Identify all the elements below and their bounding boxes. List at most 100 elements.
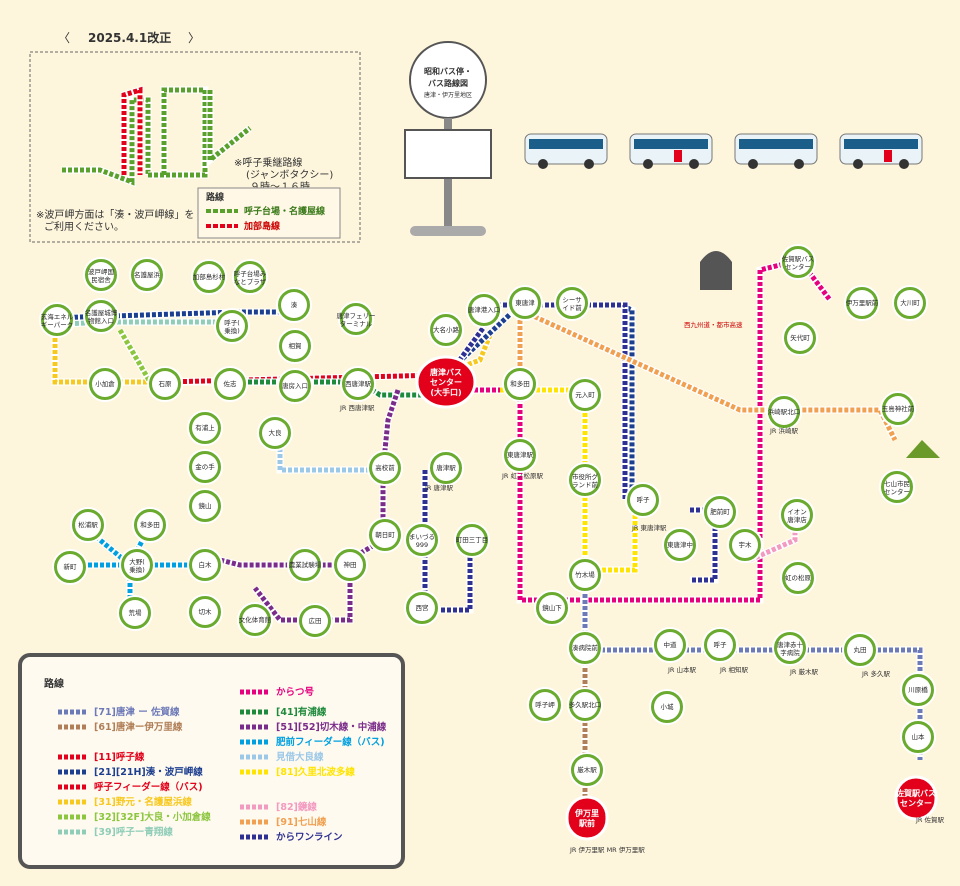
station[interactable]: 白木 <box>187 547 223 583</box>
station-label: 有浦上 <box>195 423 215 432</box>
next-arrow[interactable]: 〉 <box>188 31 200 45</box>
station-label: 東唐津中 <box>667 540 693 549</box>
station-label: 大名小路 <box>433 325 460 334</box>
station-inner <box>657 632 683 658</box>
station[interactable]: 宇木 <box>727 527 763 563</box>
station[interactable]: 町田三丁目 <box>454 522 490 558</box>
station[interactable]: 中道 <box>652 627 688 663</box>
station-label: 厳木駅 <box>577 765 597 774</box>
station[interactable]: 西宮 <box>404 590 440 626</box>
station-label: センター <box>785 262 811 271</box>
station-inner <box>372 455 398 481</box>
station[interactable]: 大川町 <box>892 285 928 321</box>
hub-imari-station[interactable]: 伊万里駅前 <box>565 795 609 841</box>
station[interactable]: 名護屋浜 <box>129 257 165 293</box>
svg-text:唐津・伊万里地区: 唐津・伊万里地区 <box>424 91 472 99</box>
station[interactable]: 文化体育館 <box>237 602 273 638</box>
station-label: 物館入口 <box>88 316 114 325</box>
station[interactable]: 湊病院前 <box>567 630 603 666</box>
station[interactable]: 唐房入口 <box>277 368 313 404</box>
station[interactable]: 伊万里駅前 <box>844 285 880 321</box>
station[interactable]: 呼子岬 <box>527 687 563 723</box>
station[interactable]: 東唐津駅 <box>502 437 538 473</box>
station[interactable]: 有浦上 <box>187 410 223 446</box>
station[interactable]: 金の手 <box>187 449 223 485</box>
legend-label: [82]鏡線 <box>276 801 317 813</box>
station[interactable]: 厳木駅 <box>569 752 605 788</box>
station[interactable]: 玉島神社前 <box>880 391 916 427</box>
station[interactable]: 大良 <box>257 415 293 451</box>
station-label: 唐津フェリー <box>337 311 376 320</box>
station[interactable]: 浜崎駅北口 <box>766 394 802 430</box>
station[interactable]: 唐津港入口 <box>466 292 502 328</box>
station[interactable]: 矢代町 <box>782 320 818 356</box>
station[interactable]: 神田 <box>332 547 368 583</box>
station[interactable]: 元入町 <box>567 377 603 413</box>
station[interactable]: 唐津駅 <box>428 450 464 486</box>
station-label: ギーパーク <box>41 321 73 329</box>
station[interactable]: 湊 <box>276 287 312 323</box>
station[interactable]: 和多田 <box>132 507 168 543</box>
station-label: 宇木 <box>739 540 753 549</box>
station[interactable]: 鏡山 <box>187 488 223 524</box>
station[interactable]: 朝日町 <box>367 517 403 553</box>
station[interactable]: 石原 <box>147 366 183 402</box>
station-label: 玄海エネル <box>41 312 74 321</box>
station[interactable]: 西唐津駅 <box>340 366 376 402</box>
station[interactable]: 多久駅北口 <box>567 687 603 723</box>
station-label: 金の手 <box>195 462 215 471</box>
station-inner <box>572 562 598 588</box>
station[interactable]: 丸田 <box>842 632 878 668</box>
prev-arrow[interactable]: 〈 <box>58 31 70 45</box>
station-label: 市役所グ <box>572 472 599 481</box>
station-inner <box>512 290 538 316</box>
station[interactable]: 川原橋 <box>900 672 936 708</box>
station-inner <box>654 694 680 720</box>
station[interactable]: 鏡山下 <box>534 590 570 626</box>
station-inner <box>282 373 308 399</box>
legend-item: 呼子フィーダー線（バス) <box>58 781 203 793</box>
station[interactable]: 高校前 <box>367 450 403 486</box>
station[interactable]: 虹の松原 <box>780 560 816 596</box>
station-label: 西唐津駅 <box>345 379 372 388</box>
station[interactable]: 和多田 <box>502 366 538 402</box>
station[interactable]: 東唐津中 <box>662 527 698 563</box>
station[interactable]: 肥前町 <box>702 494 738 530</box>
station[interactable]: 広田 <box>297 603 333 639</box>
station[interactable]: 呼子 <box>625 482 661 518</box>
station[interactable]: 相賀 <box>277 328 313 364</box>
station[interactable]: 東唐津 <box>507 285 543 321</box>
station[interactable]: 大野(乗換) <box>119 547 155 583</box>
station[interactable]: 佐志 <box>212 366 248 402</box>
inset-note2-l2: ご利用ください。 <box>44 220 124 233</box>
station[interactable]: 松浦駅 <box>70 507 106 543</box>
station[interactable]: 山本 <box>900 719 936 755</box>
station[interactable]: 切木 <box>187 594 223 630</box>
station[interactable]: 新町 <box>52 549 88 585</box>
station[interactable]: 竹木場 <box>567 557 603 593</box>
station[interactable]: 加部島杉村 <box>191 259 227 295</box>
station[interactable]: 小加倉 <box>87 366 123 402</box>
station-inner <box>885 396 911 422</box>
station[interactable]: 呼子(乗換) <box>214 308 250 344</box>
station[interactable]: 小城 <box>649 689 685 725</box>
station[interactable]: 農業試験場 <box>287 547 323 583</box>
station[interactable]: 荒場 <box>117 595 153 631</box>
station[interactable]: 呼子 <box>702 627 738 663</box>
station[interactable]: 大名小路 <box>428 312 464 348</box>
station-label: 川原橋 <box>908 685 928 694</box>
